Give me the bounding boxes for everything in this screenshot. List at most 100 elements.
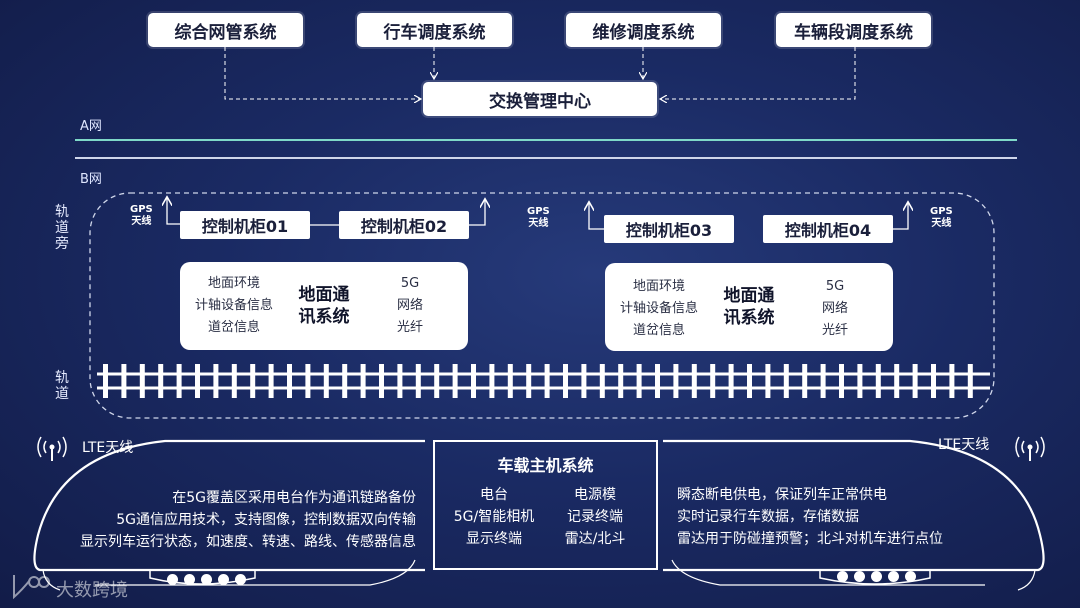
cabinet-label: 控制机柜01 [201,217,289,236]
trackside-label: 轨道旁 [55,204,69,252]
lte-antenna-label-left: LTE天线 [82,440,134,456]
onboard-host-system[interactable] [433,440,658,570]
track-sleeper [268,364,274,398]
system-box-maintenance-dispatch[interactable]: 维修调度系统 [566,13,721,47]
track-sleeper [691,364,697,398]
track-sleeper [507,364,513,398]
track-sleeper [747,364,752,398]
antenna-icon-right [1015,436,1045,461]
a-net-label: A网 [80,119,102,134]
track-sleeper [250,364,256,398]
track-sleeper [673,364,679,398]
system-box-depot-dispatch[interactable]: 车辆段调度系统 [776,13,931,47]
watermark-logo-icon [13,575,50,600]
track-sleeper [360,364,366,398]
track-sleeper [176,364,182,398]
track-sleeper [931,364,936,398]
host-right-items: 电源模记录终端雷达/北斗 [564,487,626,547]
track-sleeper [839,364,844,398]
antenna-icon-left [37,436,67,461]
watermark-text: 大数跨境 [56,580,128,601]
lte-antenna-label-right: LTE天线 [938,437,990,453]
track-sleeper [489,364,495,398]
track-sleeper [415,364,421,398]
track-sleeper [305,364,311,398]
train-left-outline [33,439,425,572]
track-sleeper [323,364,329,398]
track-sleeper [342,364,348,398]
control-cabinet-02[interactable]: 控制机柜02 [339,211,469,239]
gps-arrow-4 [892,203,908,230]
train-right-outline [663,439,1045,572]
train-left-description: 在5G覆盖区采用电台作为通讯链路备份 5G通信应用技术，支持图像，控制数据双向传… [80,490,416,550]
track-sleeper [471,364,476,398]
ground-system-title: 地面通讯系统 [298,285,350,327]
b-net-label: B网 [80,172,102,187]
track-sleeper [195,364,200,398]
ground-left-info: 地面环境计轴设备信息道岔信息 [619,279,698,338]
track-sleeper [103,364,108,398]
wheel-right-5 [905,571,916,582]
control-cabinet-03[interactable]: 控制机柜03 [604,215,734,243]
track-sleeper [765,364,771,398]
track-sleeper [618,364,624,398]
track-sleeper [967,364,973,398]
control-cabinet-01[interactable]: 控制机柜01 [180,211,310,239]
wheel-left-2 [184,574,195,585]
exchange-management-center[interactable]: 交换管理中心 [423,82,657,116]
track-sleeper [728,364,734,398]
track-sleeper [857,364,863,398]
train-right-bogie [819,570,931,585]
gps-arrow-3 [589,203,604,230]
track-sleeper [287,364,292,398]
system-box-label: 维修调度系统 [592,22,695,43]
track-sleeper [783,364,789,398]
connector-left [224,47,420,99]
wheel-right-3 [871,571,882,582]
track-sleeper [452,364,458,398]
connector-right [661,47,856,99]
wheel-right-1 [837,571,848,582]
track-sleeper [379,364,384,398]
track-sleeper [599,364,605,398]
track-sleeper [636,364,642,398]
track-sleeper [563,364,568,398]
track-sleeper [655,364,660,398]
center-label: 交换管理中心 [489,91,591,112]
system-box-train-dispatch[interactable]: 行车调度系统 [357,13,512,47]
track-sleeper [710,364,716,398]
train-right-description: 瞬态断电供电，保证列车正常供电 实时记录行车数据，存储数据 雷达用于防碰撞预警；… [677,487,943,547]
wheel-left-5 [235,574,246,585]
wheel-left-4 [218,574,229,585]
host-title: 车载主机系统 [497,456,594,475]
cabinet-label: 控制机柜03 [625,221,713,240]
track-sleeper [544,364,550,398]
ground-system-title: 地面通讯系统 [723,286,775,328]
control-cabinet-04[interactable]: 控制机柜04 [763,215,893,243]
track-sleeper [434,364,440,398]
cabinet-label: 控制机柜02 [360,217,448,236]
system-box-label: 车辆段调度系统 [794,22,913,43]
track-sleeper [949,364,955,398]
wheel-left-1 [167,574,178,585]
track-sleeper [875,364,881,398]
track-sleeper [158,364,164,398]
track-sleeper [213,364,219,398]
railway-track [97,372,990,390]
track-sleeper [121,364,127,398]
system-box-network-management[interactable]: 综合网管系统 [148,13,303,47]
trackside-region [89,192,995,419]
cabinet-label: 控制机柜04 [784,221,872,240]
system-box-label: 综合网管系统 [174,22,277,43]
railway-sleepers [103,364,973,398]
track-sleeper [894,364,900,398]
track-sleeper [139,364,145,398]
